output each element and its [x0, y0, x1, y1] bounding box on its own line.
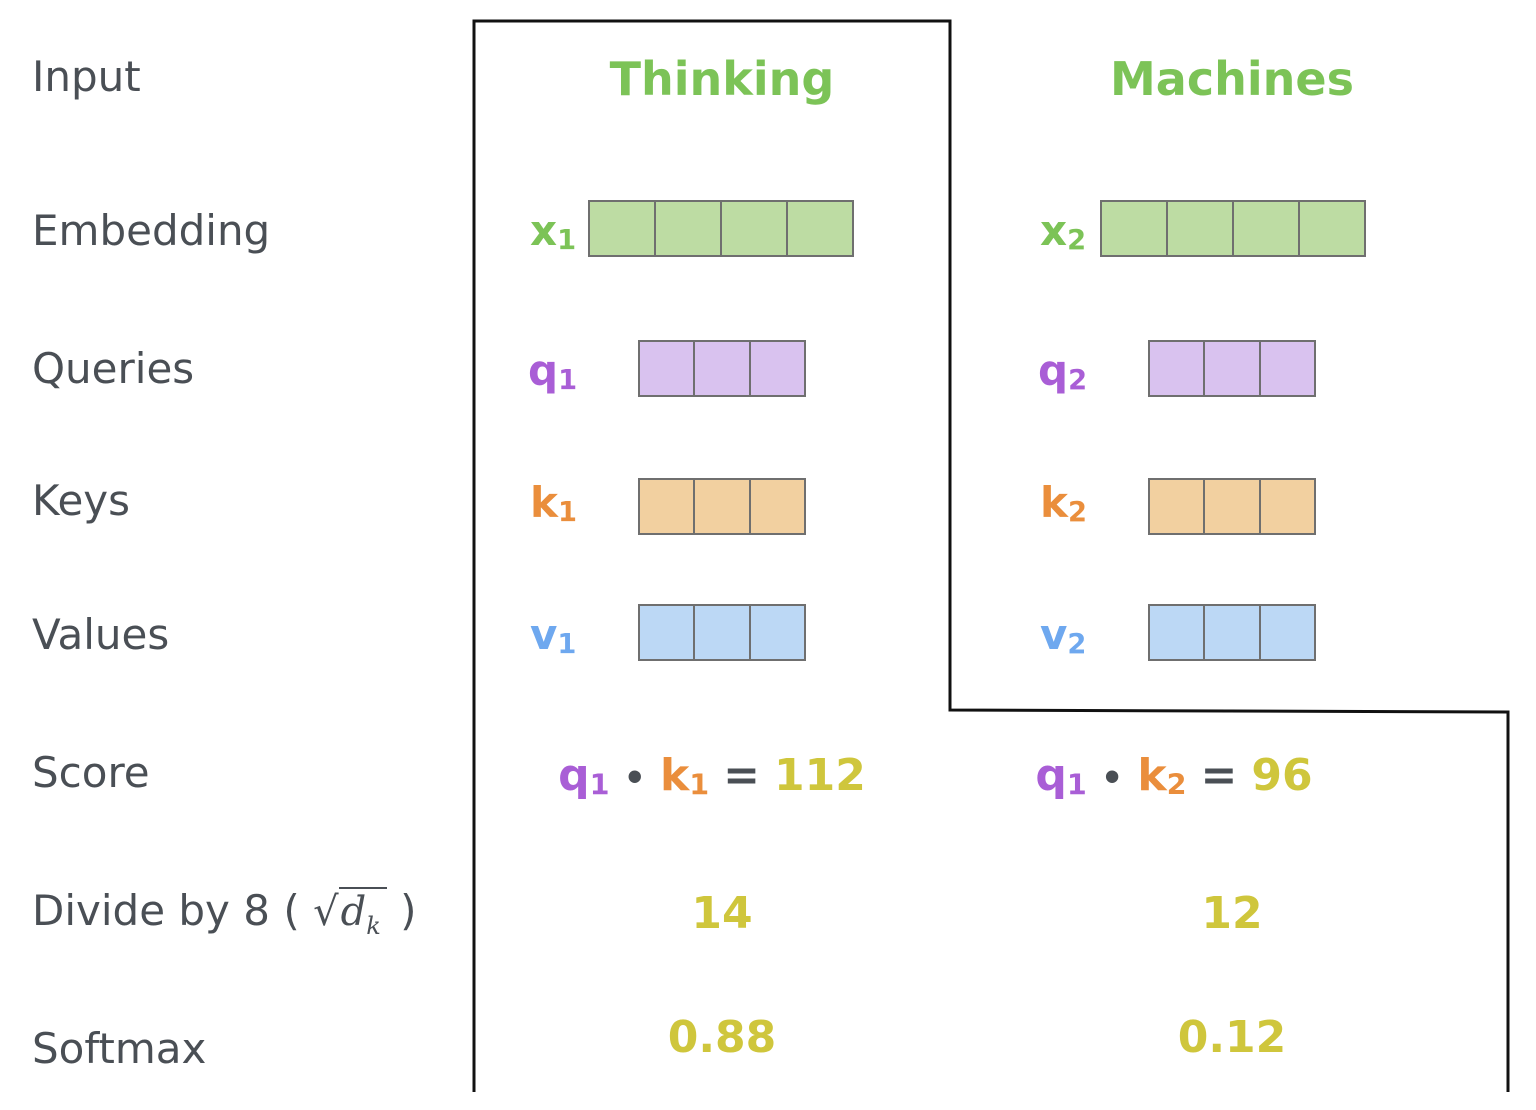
- word-machines: Machines: [1110, 52, 1354, 106]
- word-thinking: Thinking: [609, 52, 835, 106]
- softmax-value-1: 0.88: [667, 1012, 777, 1063]
- sqrt-dk-formula: √dk: [313, 887, 387, 938]
- query-vector-2: [1148, 340, 1316, 397]
- q1-label: q1: [528, 346, 578, 397]
- row-label-queries: Queries: [32, 344, 195, 393]
- row-label-embedding: Embedding: [32, 206, 271, 255]
- sqrt-symbol: √: [313, 889, 339, 935]
- row-label-divide: Divide by 8 ( √dk ): [32, 887, 416, 938]
- sqrt-sub: k: [366, 912, 381, 940]
- outline-path: [472, 19, 1510, 1092]
- row-label-keys: Keys: [32, 476, 131, 525]
- x1-label: x1: [530, 206, 577, 257]
- x2-label: x2: [1040, 206, 1087, 257]
- query-vector-1: [638, 340, 806, 397]
- divided-score-1: 14: [691, 888, 753, 939]
- key-vector-2: [1148, 478, 1316, 535]
- score-expression-1: q1•k1=112: [558, 750, 866, 802]
- sqrt-base: d: [340, 889, 367, 935]
- key-vector-1: [638, 478, 806, 535]
- row-label-values: Values: [32, 610, 170, 659]
- row-label-score: Score: [32, 748, 150, 797]
- k1-label: k1: [530, 478, 577, 529]
- softmax-value-2: 0.12: [1177, 1012, 1287, 1063]
- score-value-2: 96: [1251, 750, 1313, 801]
- divide-text: Divide by 8 (: [32, 886, 300, 935]
- v2-label: v2: [1040, 610, 1087, 661]
- v1-label: v1: [530, 610, 577, 661]
- q2-label: q2: [1038, 346, 1088, 397]
- k2-label: k2: [1040, 478, 1087, 529]
- score-expression-2: q1•k2=96: [1035, 750, 1313, 802]
- embedding-vector-1: [588, 200, 854, 257]
- row-label-input: Input: [32, 52, 141, 101]
- value-vector-1: [638, 604, 806, 661]
- divide-close: ): [400, 886, 417, 935]
- embedding-vector-2: [1100, 200, 1366, 257]
- row-label-softmax: Softmax: [32, 1024, 207, 1073]
- value-vector-2: [1148, 604, 1316, 661]
- divided-score-2: 12: [1201, 888, 1263, 939]
- score-value-1: 112: [774, 750, 866, 801]
